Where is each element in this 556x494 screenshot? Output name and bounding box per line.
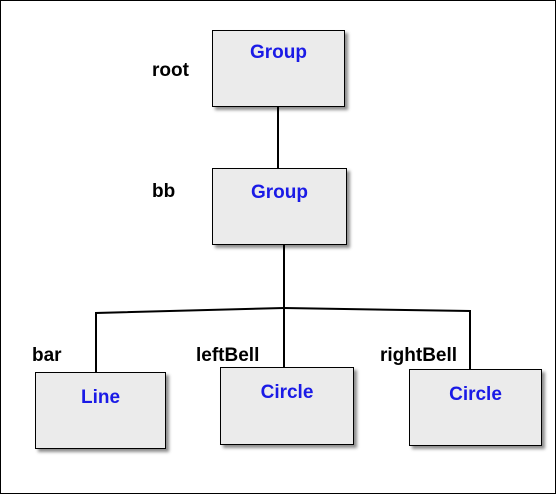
var-label-rightbell: rightBell bbox=[380, 345, 458, 366]
node-root-type: Group bbox=[250, 42, 307, 63]
node-bb-type: Group bbox=[251, 182, 308, 203]
node-bar-type: Line bbox=[80, 387, 121, 408]
node-bb: Group bbox=[212, 168, 347, 245]
node-bar: Line bbox=[35, 372, 166, 449]
var-label-bar: bar bbox=[32, 345, 62, 366]
node-leftbell: Circle bbox=[220, 367, 354, 445]
var-label-leftbell: leftBell bbox=[196, 345, 260, 366]
node-root: Group bbox=[212, 30, 345, 107]
node-rightbell-type: Circle bbox=[449, 384, 502, 405]
node-leftbell-type: Circle bbox=[260, 382, 314, 403]
node-rightbell: Circle bbox=[409, 369, 542, 446]
var-label-bb: bb bbox=[152, 181, 176, 202]
edge-branch-bar bbox=[95, 307, 285, 372]
edge-branch-rightbell bbox=[283, 307, 471, 369]
var-label-root: root bbox=[152, 60, 189, 81]
